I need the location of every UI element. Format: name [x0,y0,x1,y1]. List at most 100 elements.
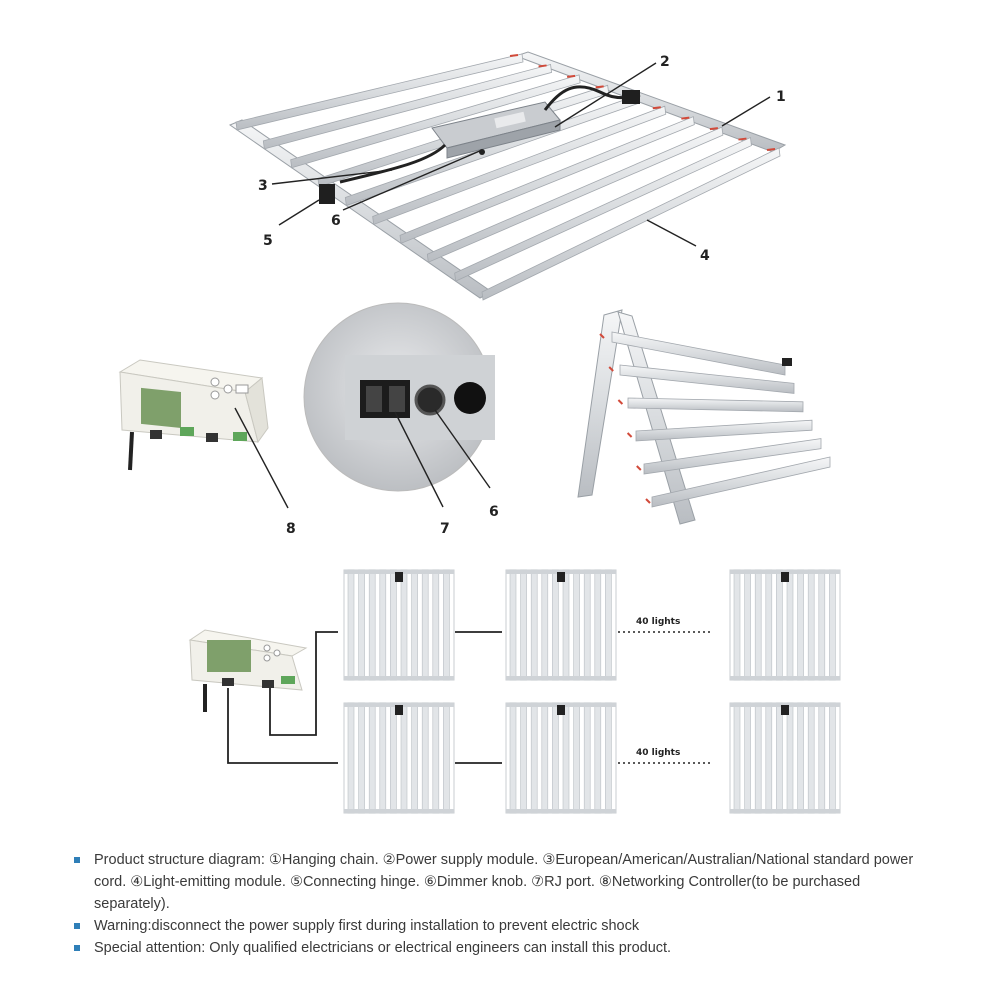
panel-bar [797,702,804,814]
panel-bar [776,702,783,814]
light-panel [343,702,455,814]
light-bar [481,147,781,301]
bar-end-cap [738,137,747,141]
network-controller [188,629,308,712]
panel-bar [776,569,783,681]
panel-bar [797,569,804,681]
controller-buttons [210,377,249,400]
panel-bar [754,569,762,681]
panel-bar [541,702,549,814]
panel-bar [562,569,570,681]
light-bar [372,105,667,225]
panel-bar [733,702,741,814]
dimmer-knob-closeup [414,384,446,416]
folded-light-bar [611,331,786,376]
bar-end-cap [766,148,776,151]
panel-bar [520,702,527,814]
panel-bar [400,702,408,814]
panel-bar [520,569,527,681]
panel-bar [358,569,365,681]
note-structure: Product structure diagram: ①Hanging chai… [74,849,934,915]
controller-screen [141,387,181,429]
folded-bar-group [599,331,831,508]
panel-driver [557,572,565,582]
panel-bar [400,569,408,681]
light-bar [426,126,724,263]
panel-bar [829,702,836,814]
bar-end-cap [681,116,690,120]
panel-bar [552,569,559,681]
row2-count-label: 40 lights [636,748,680,758]
panel-bar [411,569,418,681]
folded-bar-accent [617,399,624,405]
panel-bar [744,702,751,814]
panel-bar [605,702,612,814]
callout-7: 7 [440,521,450,537]
panel-bar [594,569,602,681]
callout-1: 1 [776,89,786,105]
note-warning: Warning:disconnect the power supply firs… [74,915,934,937]
panel-bar [744,569,751,681]
bar-end-cap [538,64,547,68]
panel-bar [368,702,376,814]
panel-driver [781,572,789,582]
panel-bar [443,569,450,681]
panel-bar [530,569,538,681]
panel-bar [421,702,429,814]
panel-bar [605,569,612,681]
light-panel [343,569,455,681]
bar-end-cap [652,106,661,110]
panel-bar [765,702,773,814]
panel-group [343,569,841,814]
folded-light-bar [635,419,813,442]
panel-bar [754,702,762,814]
panel-bar [347,569,355,681]
folded-bar-accent [626,432,633,438]
folded-bar-accent [599,333,605,339]
light-bar [262,63,552,150]
callout-2: 2 [660,54,670,70]
light-panel [505,569,617,681]
note-warning-text: Warning:disconnect the power supply firs… [94,918,640,934]
main-fixture: 1 2 3 4 5 6 [228,51,787,301]
bar-end-cap [566,74,576,78]
panel-bar [786,702,794,814]
panel-bar [379,702,387,814]
note-structure-text: Product structure diagram: ①Hanging chai… [94,852,914,912]
panel-bar [421,569,429,681]
network-dotted [618,631,712,764]
panel-bar [530,702,538,814]
panel-bar [818,569,826,681]
panel-bar [379,569,387,681]
folded-bar-accent [645,498,651,504]
panel-driver [395,705,403,715]
panel-driver [395,572,403,582]
closeup-ports: 7 6 [303,302,499,537]
panel-bar [765,569,773,681]
power-cord [339,143,447,184]
leader-lines [271,62,771,247]
bullet-icon [74,945,80,951]
panel-bar [509,702,517,814]
panel-bar [411,702,418,814]
panel-bar [368,569,376,681]
panel-bottom-rail [730,809,840,813]
panel-bar [552,702,559,814]
panel-bar [347,702,355,814]
dimmer-knob [479,149,485,155]
row1-count-label: 40 lights [636,617,680,627]
panel-bar [432,702,440,814]
network-wiring [227,631,502,764]
panel-bar [573,702,580,814]
folded-bar-accent [608,366,614,372]
panel-bottom-rail [506,676,616,680]
panel-bar [594,702,602,814]
callout-6-closeup: 6 [489,504,499,520]
panel-bar [443,702,450,814]
panel-driver [781,705,789,715]
panel-driver [557,705,565,715]
bar-end-cap [709,127,719,131]
panel-bar [573,569,580,681]
callout-4: 4 [700,248,710,264]
light-bar [454,136,752,282]
